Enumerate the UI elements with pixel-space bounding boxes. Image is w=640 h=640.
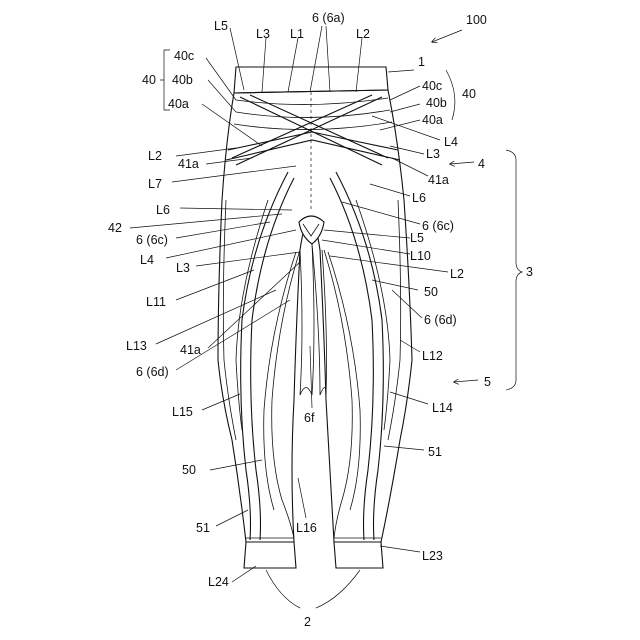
label-41a-l2: 41a	[180, 343, 201, 357]
label-L5-r2: L5	[410, 231, 424, 245]
label-L4-l: L4	[140, 253, 154, 267]
label-L3-top: L3	[256, 27, 270, 41]
label-L3-l: L3	[176, 261, 190, 275]
label-L2-l1: L2	[148, 149, 162, 163]
label-40a-left: 40a	[168, 97, 189, 111]
label-40b-left: 40b	[172, 73, 193, 87]
label-2-bottom: 2	[304, 615, 311, 629]
garment-drawing	[218, 67, 412, 568]
label-L16-c: L16	[296, 521, 317, 535]
label-6d-r: 6 (6d)	[424, 313, 457, 327]
label-6f-c: 6f	[304, 411, 315, 425]
label-40c-left: 40c	[174, 49, 194, 63]
label-1: 1	[418, 55, 425, 69]
label-50-l: 50	[182, 463, 196, 477]
label-L15-l: L15	[172, 405, 193, 419]
label-6c-l: 6 (6c)	[136, 233, 168, 247]
label-L3-r1: L3	[426, 147, 440, 161]
label-L6-l: L6	[156, 203, 170, 217]
left-cuff	[244, 542, 296, 568]
label-L13-l: L13	[126, 339, 147, 353]
label-6a-top: 6 (6a)	[312, 11, 345, 25]
label-41a-l1: 41a	[178, 157, 199, 171]
label-L2-top: L2	[356, 27, 370, 41]
reference-labels: 100 1 3 4 5 2 40 40c 40b 40a 40 40c 40b …	[108, 11, 533, 629]
label-6c-r1: 6 (6c)	[422, 219, 454, 233]
label-50-r: 50	[424, 285, 438, 299]
waistband	[234, 67, 388, 93]
label-40-left: 40	[142, 73, 156, 87]
label-L11-l: L11	[146, 295, 166, 309]
label-L4-r1: L4	[444, 135, 458, 149]
label-51-l: 51	[196, 521, 210, 535]
label-40b-right: 40b	[426, 96, 447, 110]
label-L1-top: L1	[290, 27, 304, 41]
label-51-r: 51	[428, 445, 442, 459]
label-L6-r1: L6	[412, 191, 426, 205]
bracket-3	[506, 150, 522, 390]
label-L12-r: L12	[422, 349, 443, 363]
label-4-right: 4	[478, 157, 485, 171]
crotch-gusset	[299, 216, 324, 244]
label-42-l: 42	[108, 221, 122, 235]
label-100: 100	[466, 13, 487, 27]
label-5-right: 5	[484, 375, 491, 389]
right-cuff	[334, 542, 383, 568]
label-40a-right: 40a	[422, 113, 443, 127]
label-L24-l: L24	[208, 575, 229, 589]
label-L10-r: L10	[410, 249, 431, 263]
left-leg-support-lines	[251, 178, 294, 540]
label-41a-r1: 41a	[428, 173, 449, 187]
label-L5-top: L5	[214, 19, 228, 33]
cross-belt-lower	[228, 132, 398, 150]
label-L23-r: L23	[422, 549, 443, 563]
label-L14-r: L14	[432, 401, 453, 415]
bracket-40-right	[446, 70, 455, 120]
label-3-right: 3	[526, 265, 533, 279]
label-L2-r2: L2	[450, 267, 464, 281]
inner-leg-strip	[300, 244, 314, 395]
label-L7-l: L7	[148, 177, 162, 191]
label-6d-l: 6 (6d)	[136, 365, 169, 379]
label-40-right: 40	[462, 87, 476, 101]
label-40c-right: 40c	[422, 79, 442, 93]
